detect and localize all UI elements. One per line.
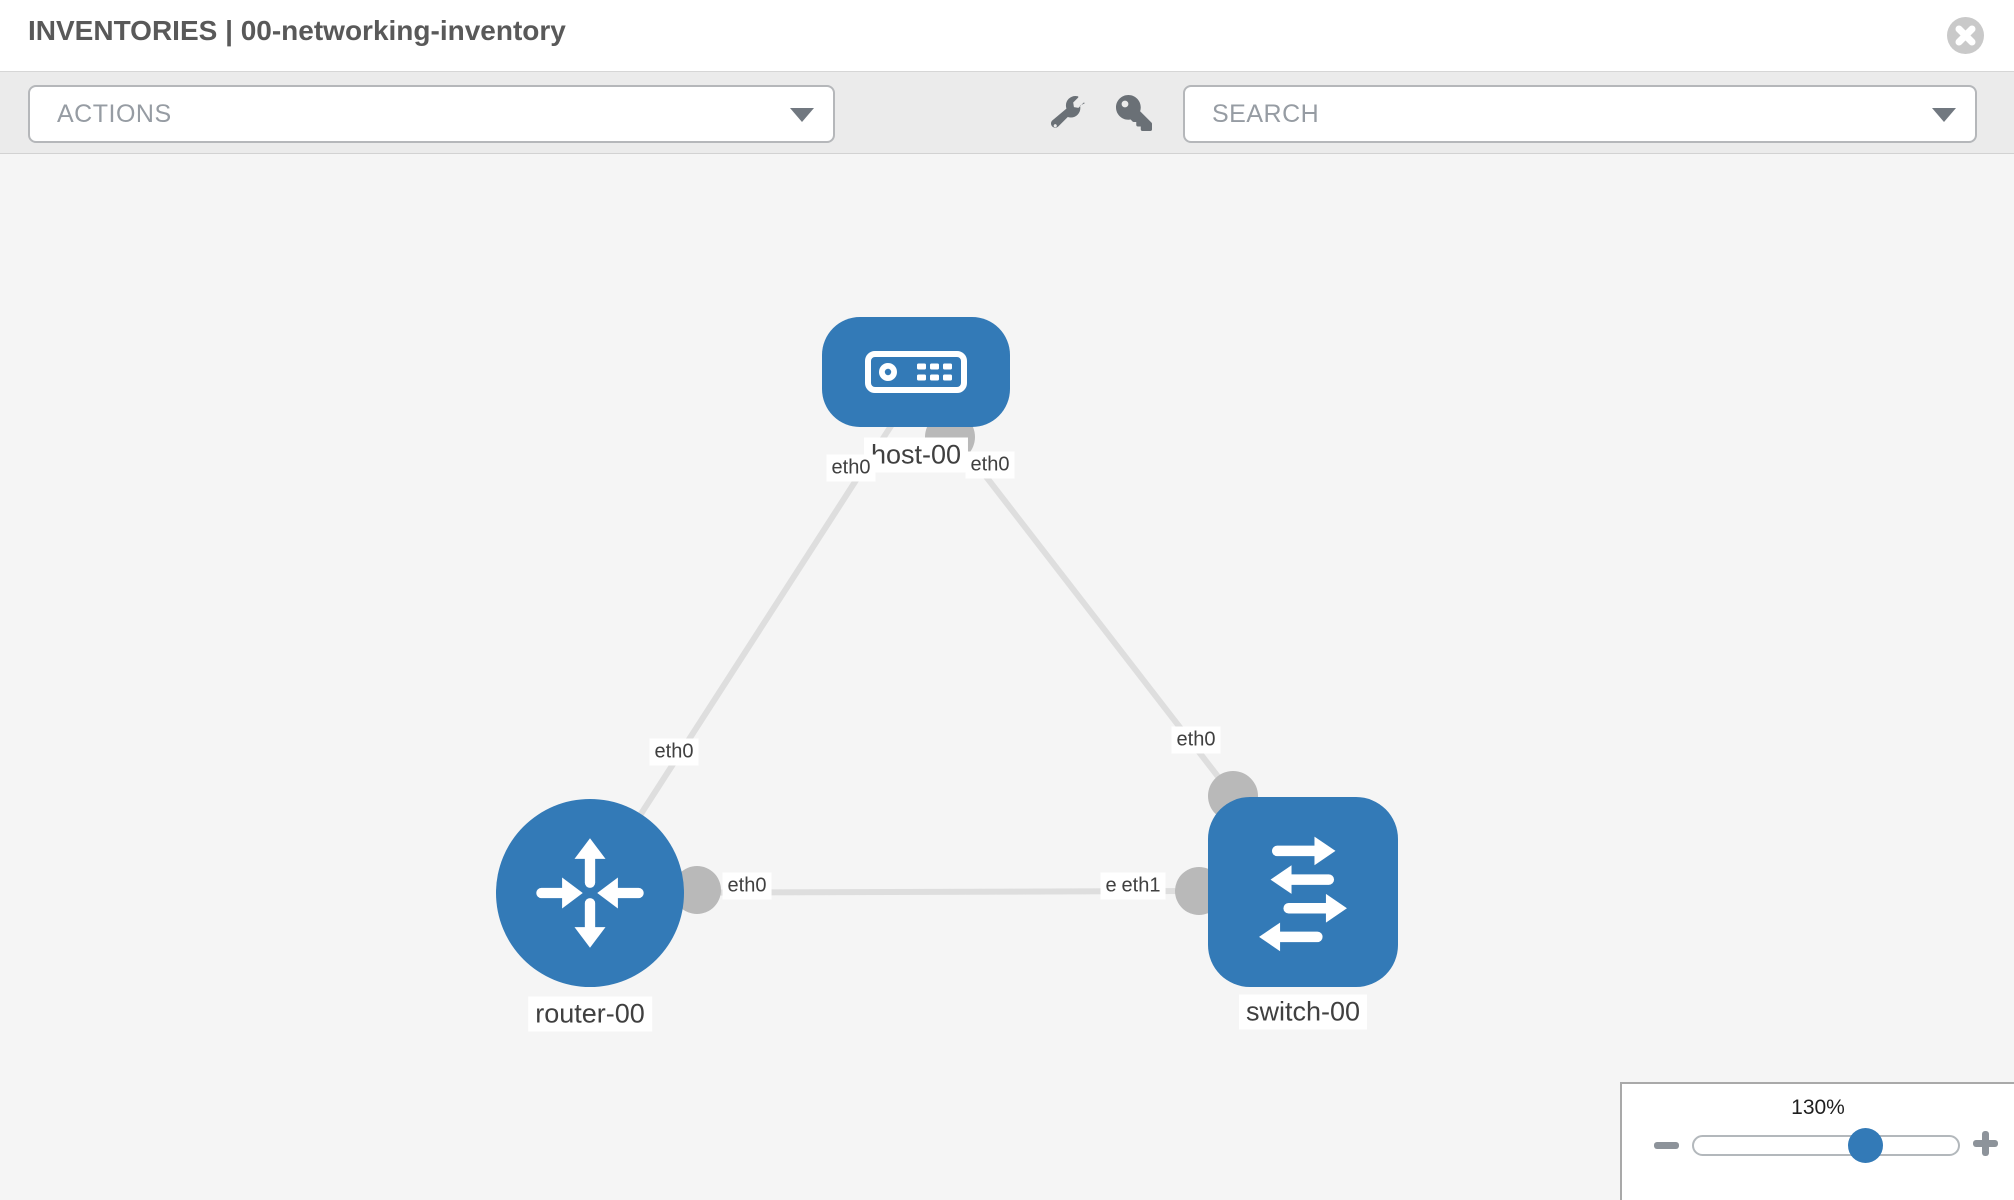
chevron-down-icon — [790, 108, 814, 122]
minus-icon — [1654, 1142, 1679, 1149]
interface-label: eth0 — [965, 451, 1015, 479]
zoom-in-button[interactable] — [1965, 1123, 2005, 1163]
search-dropdown-label: SEARCH — [1212, 99, 1320, 128]
zoom-panel: 130% — [1620, 1082, 2014, 1200]
topology-canvas[interactable] — [0, 154, 2014, 1200]
node-router-00[interactable] — [496, 799, 684, 987]
toolbar: ACTIONS SEARCH — [0, 71, 2014, 154]
switch-icon — [1259, 836, 1347, 952]
actions-dropdown-label: ACTIONS — [57, 99, 172, 128]
router-icon — [536, 838, 644, 948]
chevron-down-icon — [1932, 108, 1956, 122]
node-host-00[interactable] — [822, 317, 1010, 427]
interface-label: eth0 — [1171, 726, 1221, 754]
zoom-slider-track[interactable] — [1692, 1135, 1960, 1156]
key-button[interactable] — [1112, 92, 1156, 136]
interface-label: eth0 — [649, 738, 699, 766]
interface-label: eth1 — [1116, 872, 1166, 900]
zoom-slider-thumb[interactable] — [1848, 1128, 1883, 1163]
interface-label: eth0 — [826, 454, 876, 482]
host-icon — [865, 351, 967, 393]
zoom-level-label: 130% — [1791, 1096, 1845, 1119]
page-header: INVENTORIES | 00-networking-inventory — [0, 0, 2014, 71]
page-title: INVENTORIES | 00-networking-inventory — [28, 15, 566, 46]
node-label-switch-00: switch-00 — [1238, 994, 1368, 1030]
key-icon — [1116, 94, 1152, 134]
interface-label: eth0 — [722, 872, 772, 900]
wrench-button[interactable] — [1046, 92, 1090, 136]
close-button[interactable] — [1947, 17, 1984, 54]
node-label-host-00: host-00 — [863, 437, 969, 473]
node-label-router-00: router-00 — [528, 996, 652, 1032]
link-router-00-host-00 — [587, 410, 903, 895]
wrench-icon — [1050, 95, 1085, 133]
zoom-out-button[interactable] — [1646, 1125, 1686, 1165]
plus-icon — [1982, 1131, 1989, 1156]
node-switch-00[interactable] — [1208, 797, 1398, 987]
close-icon — [1955, 25, 1976, 46]
actions-dropdown[interactable]: ACTIONS — [28, 85, 835, 143]
search-dropdown[interactable]: SEARCH — [1183, 85, 1977, 143]
port-connector — [673, 866, 721, 914]
